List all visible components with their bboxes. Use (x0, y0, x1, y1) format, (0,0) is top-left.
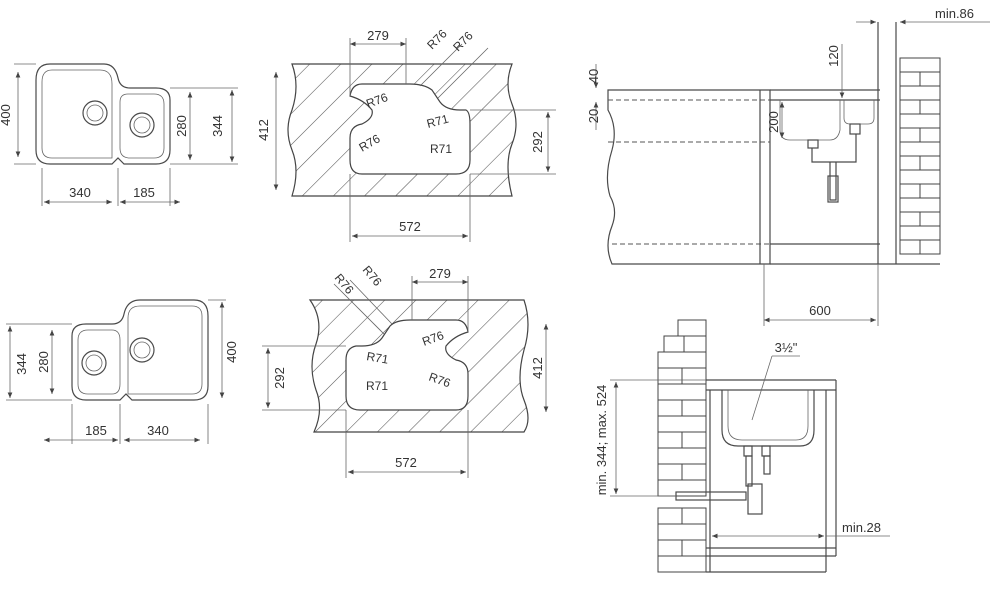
dim-400: 400 (0, 104, 13, 126)
dim-292: 292 (272, 367, 287, 389)
dim-min28: min.28 (842, 520, 881, 535)
dim-340: 340 (147, 423, 169, 438)
dim-292: 292 (530, 131, 545, 153)
brick-wall-2 (657, 319, 707, 573)
dim-572: 572 (399, 219, 421, 234)
radius-label-1: R76 (424, 26, 450, 52)
dim-185: 185 (85, 423, 107, 438)
radius-label-1: R76 (332, 271, 357, 297)
sink-top-view-1: 400 280 344 340 185 (0, 63, 238, 206)
dim-400: 400 (224, 341, 239, 363)
dim-572: 572 (395, 455, 417, 470)
radius-label-5: R71 (365, 349, 389, 367)
dim-280: 280 (174, 115, 189, 137)
radius-label-2: R76 (360, 263, 385, 289)
brick-wall-1 (899, 57, 941, 255)
pipe-size-label: 3½" (775, 340, 798, 355)
dim-200: 200 (766, 111, 781, 133)
dim-344: 344 (14, 353, 29, 375)
dim-280: 280 (36, 351, 51, 373)
dim-279: 279 (367, 28, 389, 43)
radius-label-2: R76 (450, 28, 476, 54)
radius-label-5: R71 (425, 112, 450, 131)
dim-185: 185 (133, 185, 155, 200)
radius-label-6: R71 (366, 379, 388, 393)
dim-340: 340 (69, 185, 91, 200)
dim-120: 120 (826, 45, 841, 67)
installation-section-bottom: 3½" min. 344; max. 524 min.28 (594, 319, 890, 573)
dim-min86: min.86 (935, 6, 974, 21)
dim-600: 600 (809, 303, 831, 318)
dim-279: 279 (429, 266, 451, 281)
dim-412: 412 (256, 119, 271, 141)
cutout-template-2: 279 292 412 572 R76 R76 R76 R76 R71 R71 (262, 263, 549, 478)
dim-height-range: min. 344; max. 524 (594, 385, 609, 496)
sink-top-view-2: 344 280 400 185 340 (6, 299, 239, 444)
dim-40: 40 (586, 69, 601, 83)
cutout-template-1: 279 412 292 572 R76 R76 R76 R76 R71 R71 (256, 26, 556, 242)
dim-412: 412 (530, 357, 545, 379)
installation-section-top: 40 20 200 120 600 min.86 (586, 6, 990, 326)
radius-label-6: R71 (430, 142, 452, 156)
dim-20: 20 (586, 109, 601, 123)
dim-344: 344 (210, 115, 225, 137)
